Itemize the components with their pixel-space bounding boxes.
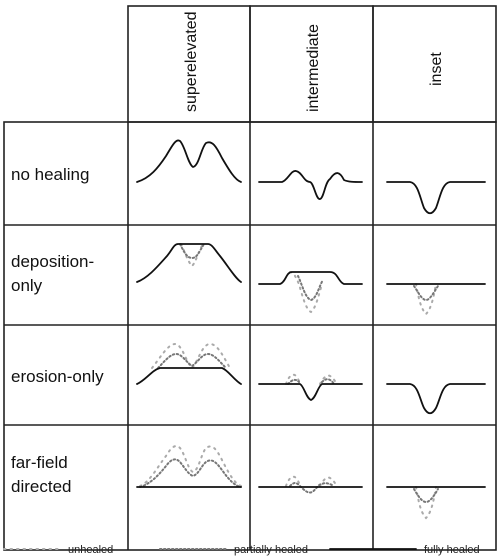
profile-partially-healed	[413, 488, 439, 504]
column-label-inset: inset	[428, 52, 445, 86]
profile-fully-healed	[136, 139, 242, 183]
profile-unhealed	[415, 283, 437, 316]
cell-no-healing-intermediate	[258, 170, 363, 200]
cell-far-field-directed-superelevated	[136, 445, 242, 488]
profile-partially-healed	[139, 458, 242, 488]
row-label-far-field-directed-line1: far-field	[11, 453, 68, 472]
row-label-deposition-only-line1: deposition-	[11, 252, 94, 271]
cell-far-field-directed-inset	[386, 486, 486, 520]
profile-unhealed	[139, 445, 242, 487]
profile-unhealed	[285, 475, 339, 487]
profile-unhealed	[289, 271, 323, 314]
row-label-deposition-only-line2: only	[11, 276, 43, 295]
profile-fully-healed	[258, 170, 363, 200]
profile-unhealed	[180, 243, 204, 268]
cell-erosion-only-superelevated	[136, 342, 242, 385]
profile-unhealed	[285, 373, 339, 385]
cell-far-field-directed-intermediate	[258, 475, 363, 494]
cell-no-healing-superelevated	[136, 139, 242, 183]
cell-erosion-only-intermediate	[258, 373, 363, 401]
row-label-far-field-directed-line2: directed	[11, 477, 71, 496]
profile-partially-healed	[287, 378, 335, 385]
cell-deposition-only-intermediate	[258, 271, 363, 314]
grid	[3, 5, 497, 551]
cell-no-healing-inset	[386, 181, 486, 215]
legend: unhealed partially healed fully healed	[3, 544, 480, 556]
row-label-erosion-only: erosion-only	[11, 367, 104, 386]
profile-fully-healed	[258, 383, 363, 401]
profile-partially-healed	[157, 352, 227, 369]
legend-partial-label: partially healed	[234, 544, 308, 556]
profile-partially-healed	[289, 482, 335, 494]
column-label-superelevated: superelevated	[183, 11, 200, 112]
profile-unhealed	[415, 486, 437, 520]
profile-partially-healed	[179, 243, 205, 260]
profile-partially-healed	[413, 285, 439, 302]
cell-deposition-only-superelevated	[136, 243, 242, 283]
legend-unhealed-label: unhealed	[68, 544, 113, 556]
cell-deposition-only-inset	[386, 283, 486, 316]
column-label-intermediate: intermediate	[305, 24, 322, 112]
profile-fully-healed	[386, 181, 486, 215]
profile-fully-healed	[136, 367, 242, 385]
profile-fully-healed	[386, 383, 486, 415]
profile-partially-healed	[297, 275, 324, 302]
row-label-no-healing: no healing	[11, 165, 89, 184]
profile-fully-healed	[258, 271, 363, 285]
legend-full-label: fully healed	[424, 544, 480, 556]
cell-erosion-only-inset	[386, 383, 486, 415]
profile-fully-healed	[136, 243, 242, 283]
